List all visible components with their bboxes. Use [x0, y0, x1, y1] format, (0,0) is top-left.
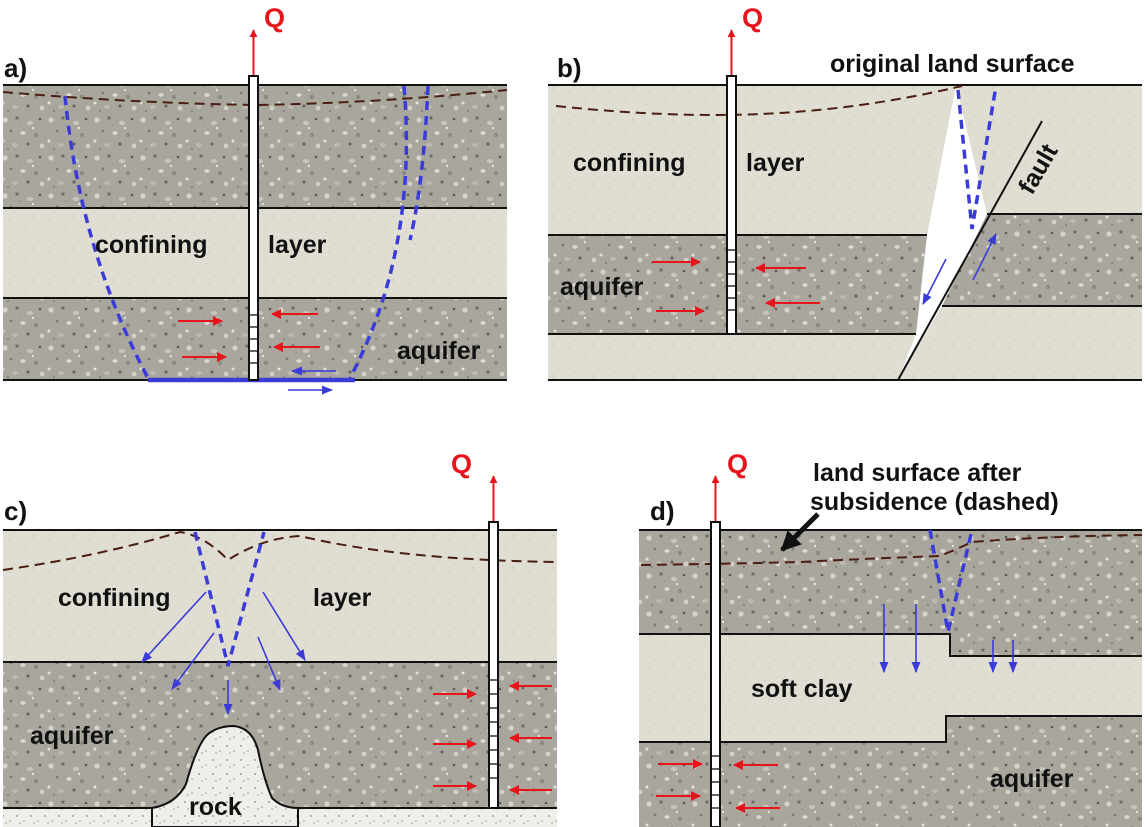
fault-slip-arrow [922, 258, 947, 305]
panel-d: Q d) land surface after subsidence (dash… [639, 449, 1143, 827]
lower-layer-right [898, 306, 1142, 380]
confining-layer-right [956, 85, 1142, 214]
panel-letter: a) [4, 53, 27, 83]
aquifer-label: aquifer [560, 273, 644, 301]
layer-label: layer [313, 584, 372, 612]
fissure-line [193, 531, 266, 667]
upper-gravel-layer [639, 530, 1142, 656]
aquifer-layer [639, 716, 1142, 827]
soft-clay-label: soft clay [751, 675, 853, 703]
aquifer-label: aquifer [30, 722, 114, 750]
layer-label: layer [746, 149, 805, 177]
panel-c: Q c) confining layer aquifer rock [2, 449, 558, 827]
tension-arrow [262, 591, 306, 661]
original-surface-label: original land surface [830, 50, 1075, 78]
well-casing [248, 75, 259, 381]
rock-high [151, 724, 299, 827]
aquifer-label: aquifer [397, 337, 481, 365]
fissure-line [956, 85, 998, 230]
pumping-rate-label: Q [727, 449, 748, 479]
layer-label: layer [268, 231, 327, 259]
fault-line [897, 120, 1043, 381]
panel-letter: b) [557, 53, 582, 83]
subsided-surface-line [2, 89, 508, 107]
confining-label: confining [58, 584, 170, 612]
fissure-line [928, 529, 974, 633]
pumping-rate-label: Q [451, 449, 472, 479]
pointer-arrow [780, 512, 820, 552]
well-casing [710, 521, 721, 827]
fault-slip-arrow [972, 232, 997, 281]
rock-label: rock [189, 793, 242, 821]
well-casing [726, 75, 737, 335]
panel-b: Q b) original land surface confining lay… [548, 3, 1142, 381]
subsided-surface-line [2, 530, 558, 571]
well-screen [489, 679, 498, 779]
pumping-rate-label: Q [264, 3, 285, 33]
tension-arrow [257, 636, 281, 692]
confining-layer [3, 530, 557, 662]
aquifer-label: aquifer [990, 765, 1074, 793]
subsidence-label-line-1: land surface after [813, 459, 1022, 487]
subsidence-label-line-2: subsidence (dashed) [810, 488, 1059, 516]
well-screen [711, 755, 720, 809]
lower-layer-left [548, 334, 916, 380]
confining-label: confining [573, 149, 685, 177]
panel-a: Q a) confining layer aquifer [2, 3, 508, 395]
tension-arrow [171, 632, 215, 690]
well-screen [727, 249, 736, 311]
fissure-line-right [348, 85, 409, 379]
confining-label: confining [95, 231, 207, 259]
subsided-surface-line [555, 85, 963, 116]
tension-arrow [141, 591, 207, 663]
subsided-surface-line [640, 534, 1143, 566]
panel-letter: d) [650, 496, 675, 526]
fissure-line-right-2 [408, 85, 430, 241]
panel-letter: c) [4, 496, 27, 526]
confining-layer-left [548, 85, 956, 235]
well-screen [249, 314, 258, 364]
well-casing [488, 521, 499, 809]
fissure-line-left [63, 95, 150, 379]
aquifer-layer-left [548, 235, 927, 334]
pumping-rate-label: Q [742, 3, 763, 33]
